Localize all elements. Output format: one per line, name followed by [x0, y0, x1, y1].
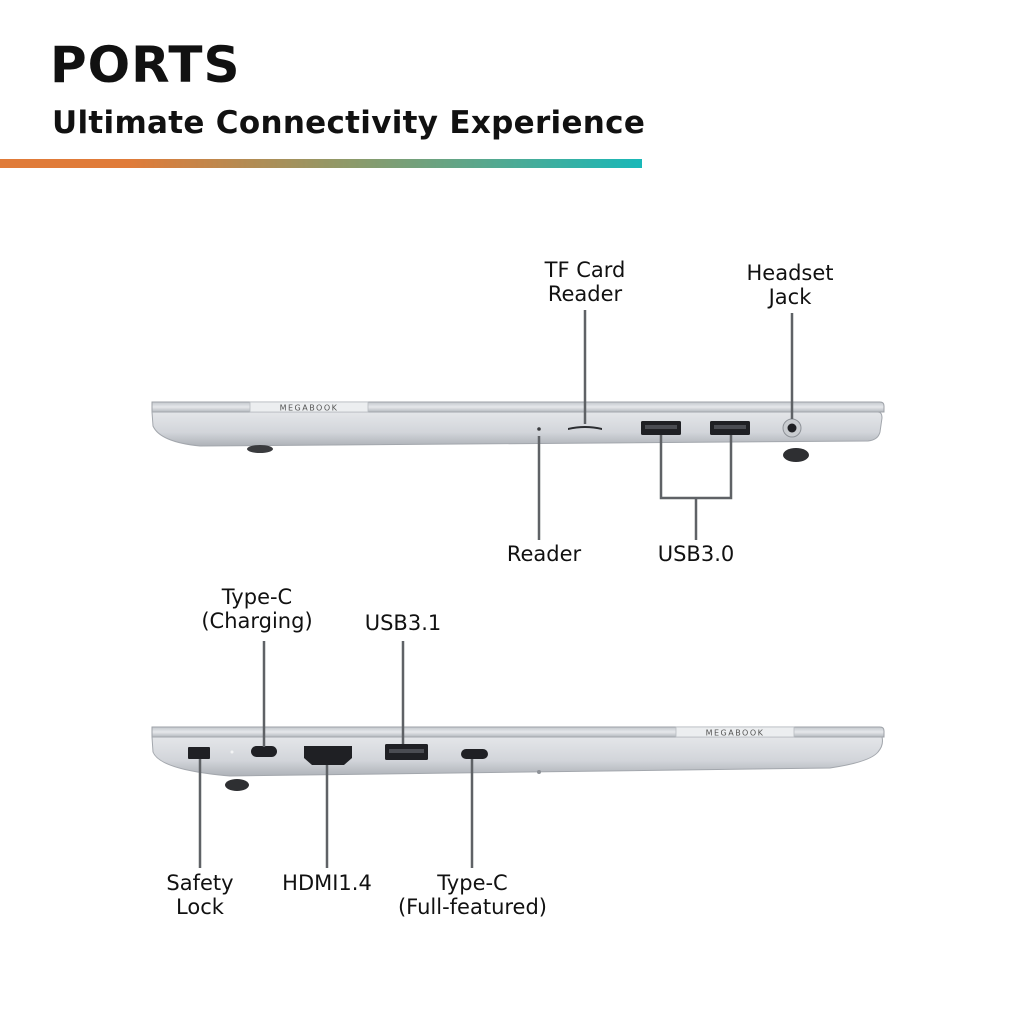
- rubber-foot: [225, 779, 249, 791]
- brand-plate: [249, 401, 369, 413]
- brand-logo: MEGABOOK: [280, 404, 339, 413]
- label-typec-full-featured: Type-C (Full-featured): [397, 871, 548, 919]
- screw: [537, 770, 541, 774]
- label-usb31: USB3.1: [364, 611, 442, 635]
- label-reader: Reader: [506, 542, 582, 566]
- typec-full-port: [461, 749, 488, 759]
- leader-usb30: [659, 435, 733, 500]
- safety-lock-slot: [188, 747, 210, 759]
- label-typec-charging: Type-C (Charging): [201, 585, 313, 633]
- tf-card-slot: [568, 426, 602, 430]
- label-tf-card-reader: TF Card Reader: [544, 258, 626, 306]
- laptop-right-side: MEGABOOK: [151, 310, 885, 540]
- label-hdmi: HDMI1.4: [282, 871, 372, 895]
- laptop-left-side: MEGABOOK: [151, 641, 885, 868]
- hdmi-port: [304, 746, 352, 765]
- accent-gradient-bar: [0, 159, 642, 168]
- brand-plate: [675, 726, 795, 738]
- brand-logo: MEGABOOK: [706, 729, 765, 738]
- usb-tongue: [389, 749, 424, 753]
- headset-jack-hole: [787, 423, 797, 433]
- label-headset-jack: Headset Jack: [746, 261, 834, 309]
- typec-charging-port: [251, 746, 277, 757]
- label-safety-lock: Safety Lock: [166, 871, 234, 919]
- page-title: PORTS: [50, 36, 241, 94]
- rubber-foot: [247, 445, 273, 453]
- status-led: [230, 750, 234, 754]
- rubber-foot: [783, 448, 809, 462]
- page-subtitle: Ultimate Connectivity Experience: [52, 105, 646, 141]
- label-usb30: USB3.0: [657, 542, 735, 566]
- laptop-base: [151, 411, 883, 447]
- leader-lines: [198, 641, 474, 868]
- usb-tongue: [714, 425, 746, 429]
- usb-tongue: [645, 425, 677, 429]
- reader-pinhole: [537, 427, 541, 431]
- leader-lines: [537, 310, 794, 540]
